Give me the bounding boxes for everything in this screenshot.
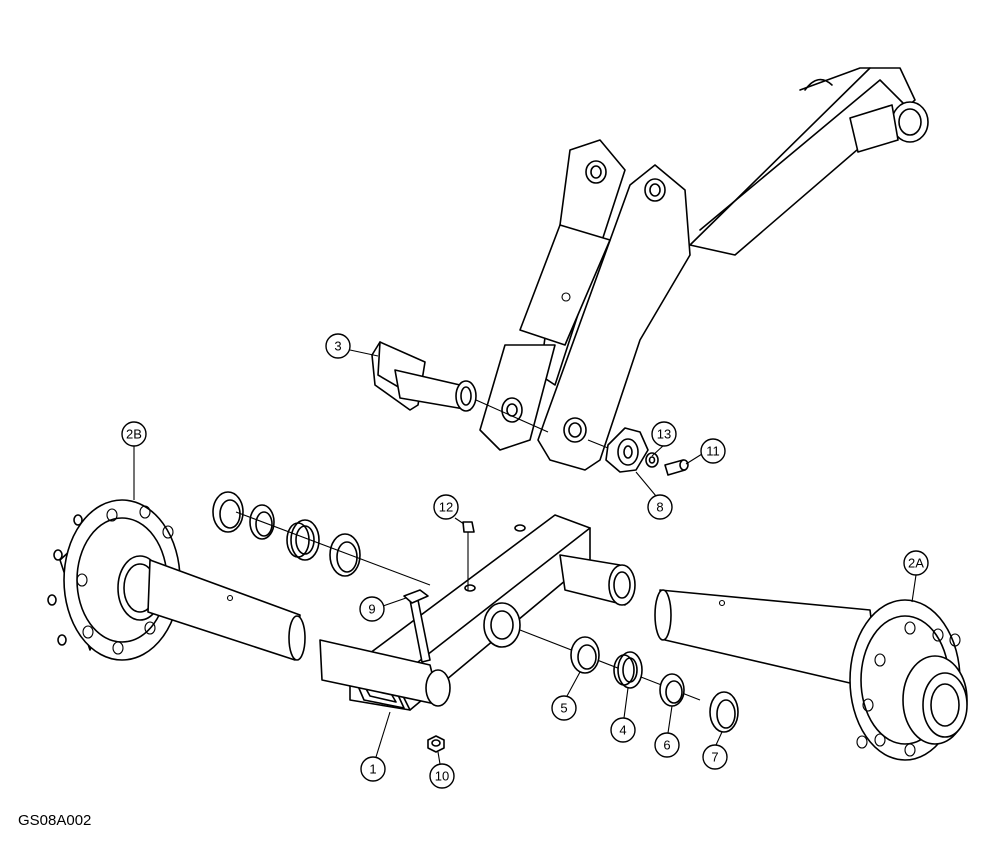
fitting-part-12	[462, 521, 475, 590]
callout-2A: 2A	[903, 550, 929, 603]
svg-text:4: 4	[619, 723, 626, 738]
svg-text:2A: 2A	[908, 556, 924, 571]
svg-text:10: 10	[435, 769, 449, 784]
nut-part-10	[427, 735, 445, 753]
pin-part-3	[371, 341, 549, 433]
svg-text:6: 6	[663, 738, 670, 753]
svg-text:3: 3	[334, 339, 341, 354]
upper-arm-assembly	[479, 67, 929, 471]
callout-4: 4	[610, 687, 636, 743]
left-hub-part-2B	[47, 499, 306, 661]
callout-7: 7	[702, 731, 728, 770]
bolt-part-11	[664, 459, 689, 476]
callout-1: 1	[360, 711, 391, 782]
svg-text:13: 13	[657, 427, 671, 442]
svg-text:2B: 2B	[126, 427, 142, 442]
callout-3: 3	[325, 333, 379, 359]
callout-5: 5	[551, 671, 581, 721]
nut-part-8	[587, 427, 649, 473]
bolt-part-9	[403, 589, 431, 663]
bearing-part-4-right	[613, 651, 643, 689]
callout-6: 6	[654, 705, 680, 758]
callout-12: 12	[433, 494, 465, 525]
callout-10: 10	[429, 751, 455, 789]
drawing-code: GS08A002	[18, 812, 92, 829]
cup-part-5-right	[570, 636, 600, 674]
washer-part-13	[645, 452, 659, 468]
callout-13: 13	[651, 421, 677, 457]
callout-9: 9	[359, 596, 407, 622]
cup-part-6-right	[659, 673, 685, 707]
svg-text:5: 5	[560, 701, 567, 716]
bearing-part-4-left	[286, 519, 320, 561]
callout-2B: 2B	[121, 421, 147, 500]
svg-text:8: 8	[656, 500, 663, 515]
callout-8: 8	[635, 471, 673, 520]
cup-part-5-left	[329, 533, 361, 577]
callout-11: 11	[685, 438, 726, 465]
svg-text:11: 11	[706, 444, 720, 459]
svg-text:1: 1	[369, 762, 376, 777]
seal-part-7-left	[212, 491, 244, 533]
axle-beam-part-1	[319, 514, 636, 711]
svg-text:9: 9	[368, 602, 375, 617]
seal-part-7-right	[709, 691, 739, 733]
svg-text:7: 7	[711, 750, 718, 765]
svg-text:12: 12	[439, 500, 453, 515]
right-hub-part-2A	[654, 589, 968, 761]
